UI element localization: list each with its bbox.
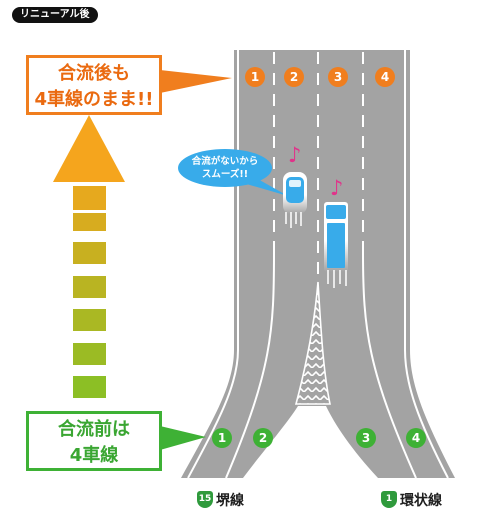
callout-before-pointer (160, 426, 206, 450)
route-name: 堺線 (216, 492, 244, 509)
blue-car (283, 172, 307, 228)
arrow-segment (73, 343, 106, 365)
route-name: 環状線 (400, 492, 442, 509)
arrow-segment (73, 309, 106, 331)
truck-cargo (327, 223, 345, 268)
truck-cab (326, 205, 346, 219)
zebra-island (294, 281, 331, 405)
arrow-segment (73, 376, 106, 398)
lane-divider-right (362, 251, 417, 479)
lane-divider-left (225, 251, 275, 479)
callout-before: 合流前は 4車線 (26, 411, 162, 471)
callout-after-line1: 合流後も (58, 63, 130, 84)
lane-badge-before-3: 3 (356, 428, 376, 448)
lane-badge-after-1: 1 (245, 67, 265, 87)
lane-badge-before-2: 2 (253, 428, 273, 448)
truck-speed-lines (327, 270, 347, 288)
car-speed-lines (285, 212, 302, 228)
arrow-segment (73, 276, 106, 298)
route-shield-icon: 15 (197, 491, 213, 508)
arrow-segment (73, 186, 106, 210)
callout-after-line2: 4車線のまま!! (34, 89, 154, 110)
bubble-line2: スムーズ!! (201, 169, 249, 180)
road-edge-right (404, 50, 449, 479)
lane-badge-before-4: 4 (406, 428, 426, 448)
speech-bubble: 合流がないから スムーズ!! (178, 149, 272, 187)
route-shield-icon: 1 (381, 491, 397, 508)
callout-after-pointer (160, 70, 232, 93)
lane-badge-after-4: 4 (375, 67, 395, 87)
header-tag: リニューアル後 (12, 7, 98, 23)
lane-badge-after-3: 3 (328, 67, 348, 87)
arrow-segment (73, 242, 106, 264)
lane-badge-before-1: 1 (212, 428, 232, 448)
truck (324, 202, 348, 288)
arrow-segment (73, 213, 106, 231)
bubble-line1: 合流がないから (191, 156, 259, 167)
arrow-head (53, 115, 125, 182)
music-note-icon: ♪ (330, 176, 344, 200)
callout-before-line2: 4車線 (69, 445, 119, 466)
growth-arrow (53, 115, 125, 398)
car-windshield (289, 180, 301, 187)
callout-after: 合流後も 4車線のまま!! (26, 55, 162, 115)
callout-before-line1: 合流前は (58, 419, 130, 440)
lane-badge-after-2: 2 (284, 67, 304, 87)
road-edge-left (187, 50, 239, 479)
music-note-icon: ♪ (288, 143, 302, 167)
